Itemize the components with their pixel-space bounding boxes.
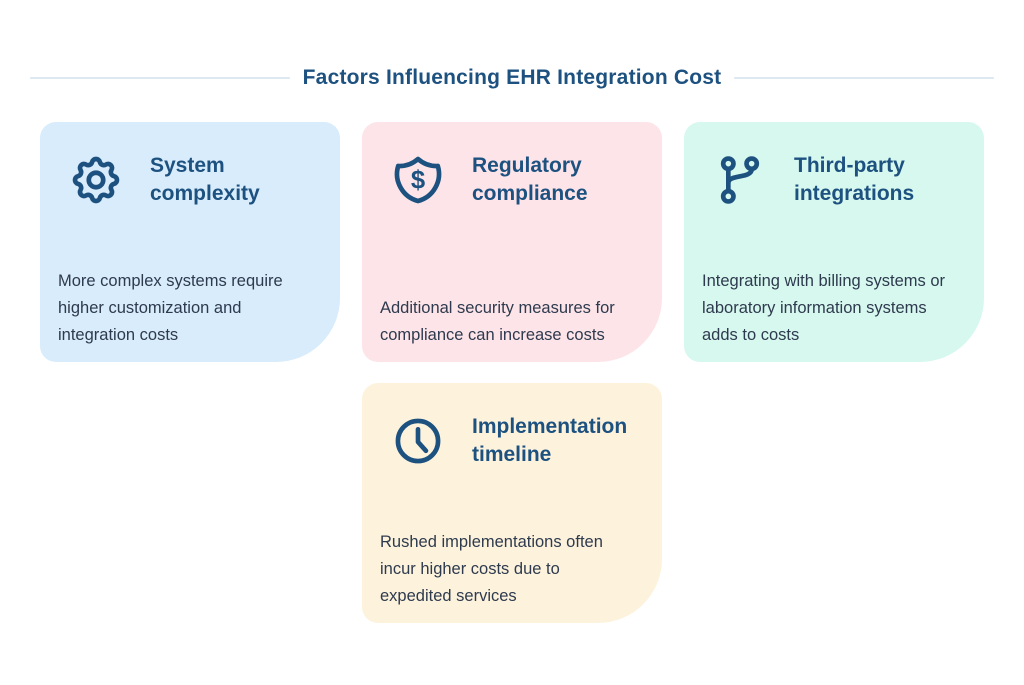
body-line: integration costs — [58, 326, 179, 344]
card-title: Implementation timeline — [472, 415, 628, 466]
gear-icon — [68, 152, 124, 208]
body-line: laboratory information systems — [702, 299, 927, 317]
card-title: Third-party integrations — [794, 154, 915, 205]
card-title: Regulatory compliance — [472, 154, 588, 205]
body-line: Additional security measures for — [380, 299, 615, 317]
card-third-party-integrations: Third-party integrations Integrating wit… — [684, 122, 984, 362]
body-line: incur higher costs due to — [380, 560, 560, 578]
card-description: Integrating with billing systems or labo… — [702, 268, 976, 349]
card-description: More complex systems require higher cust… — [58, 268, 332, 349]
card-description: Rushed implementations often incur highe… — [380, 529, 654, 610]
title-rule-right — [734, 77, 995, 79]
dollar-glyph: $ — [411, 167, 425, 195]
body-line: Rushed implementations often — [380, 533, 603, 551]
body-line: adds to costs — [702, 326, 800, 344]
clock-icon — [390, 413, 446, 469]
header: Factors Influencing EHR Integration Cost — [30, 63, 995, 93]
card-regulatory-compliance: $ Regulatory compliance Additional secur… — [362, 122, 662, 362]
card-system-complexity: System complexity More complex systems r… — [40, 122, 340, 362]
card-header: $ Regulatory compliance — [390, 152, 648, 208]
card-header: Third-party integrations — [712, 152, 970, 208]
body-line: More complex systems require — [58, 272, 283, 290]
title-rule-left — [30, 77, 290, 79]
shield-dollar-icon: $ — [390, 152, 446, 208]
body-line: expedited services — [380, 587, 517, 605]
card-header: System complexity — [68, 152, 326, 208]
page-title: Factors Influencing EHR Integration Cost — [302, 66, 722, 89]
body-line: higher customization and — [58, 299, 242, 317]
card-implementation-timeline: Implementation timeline Rushed implement… — [362, 383, 662, 623]
card-title: System complexity — [150, 154, 260, 205]
card-header: Implementation timeline — [390, 413, 648, 469]
git-branch-icon — [712, 152, 768, 208]
body-line: compliance can increase costs — [380, 326, 605, 344]
card-description: Additional security measures for complia… — [380, 295, 654, 349]
body-line: Integrating with billing systems or — [702, 272, 946, 290]
